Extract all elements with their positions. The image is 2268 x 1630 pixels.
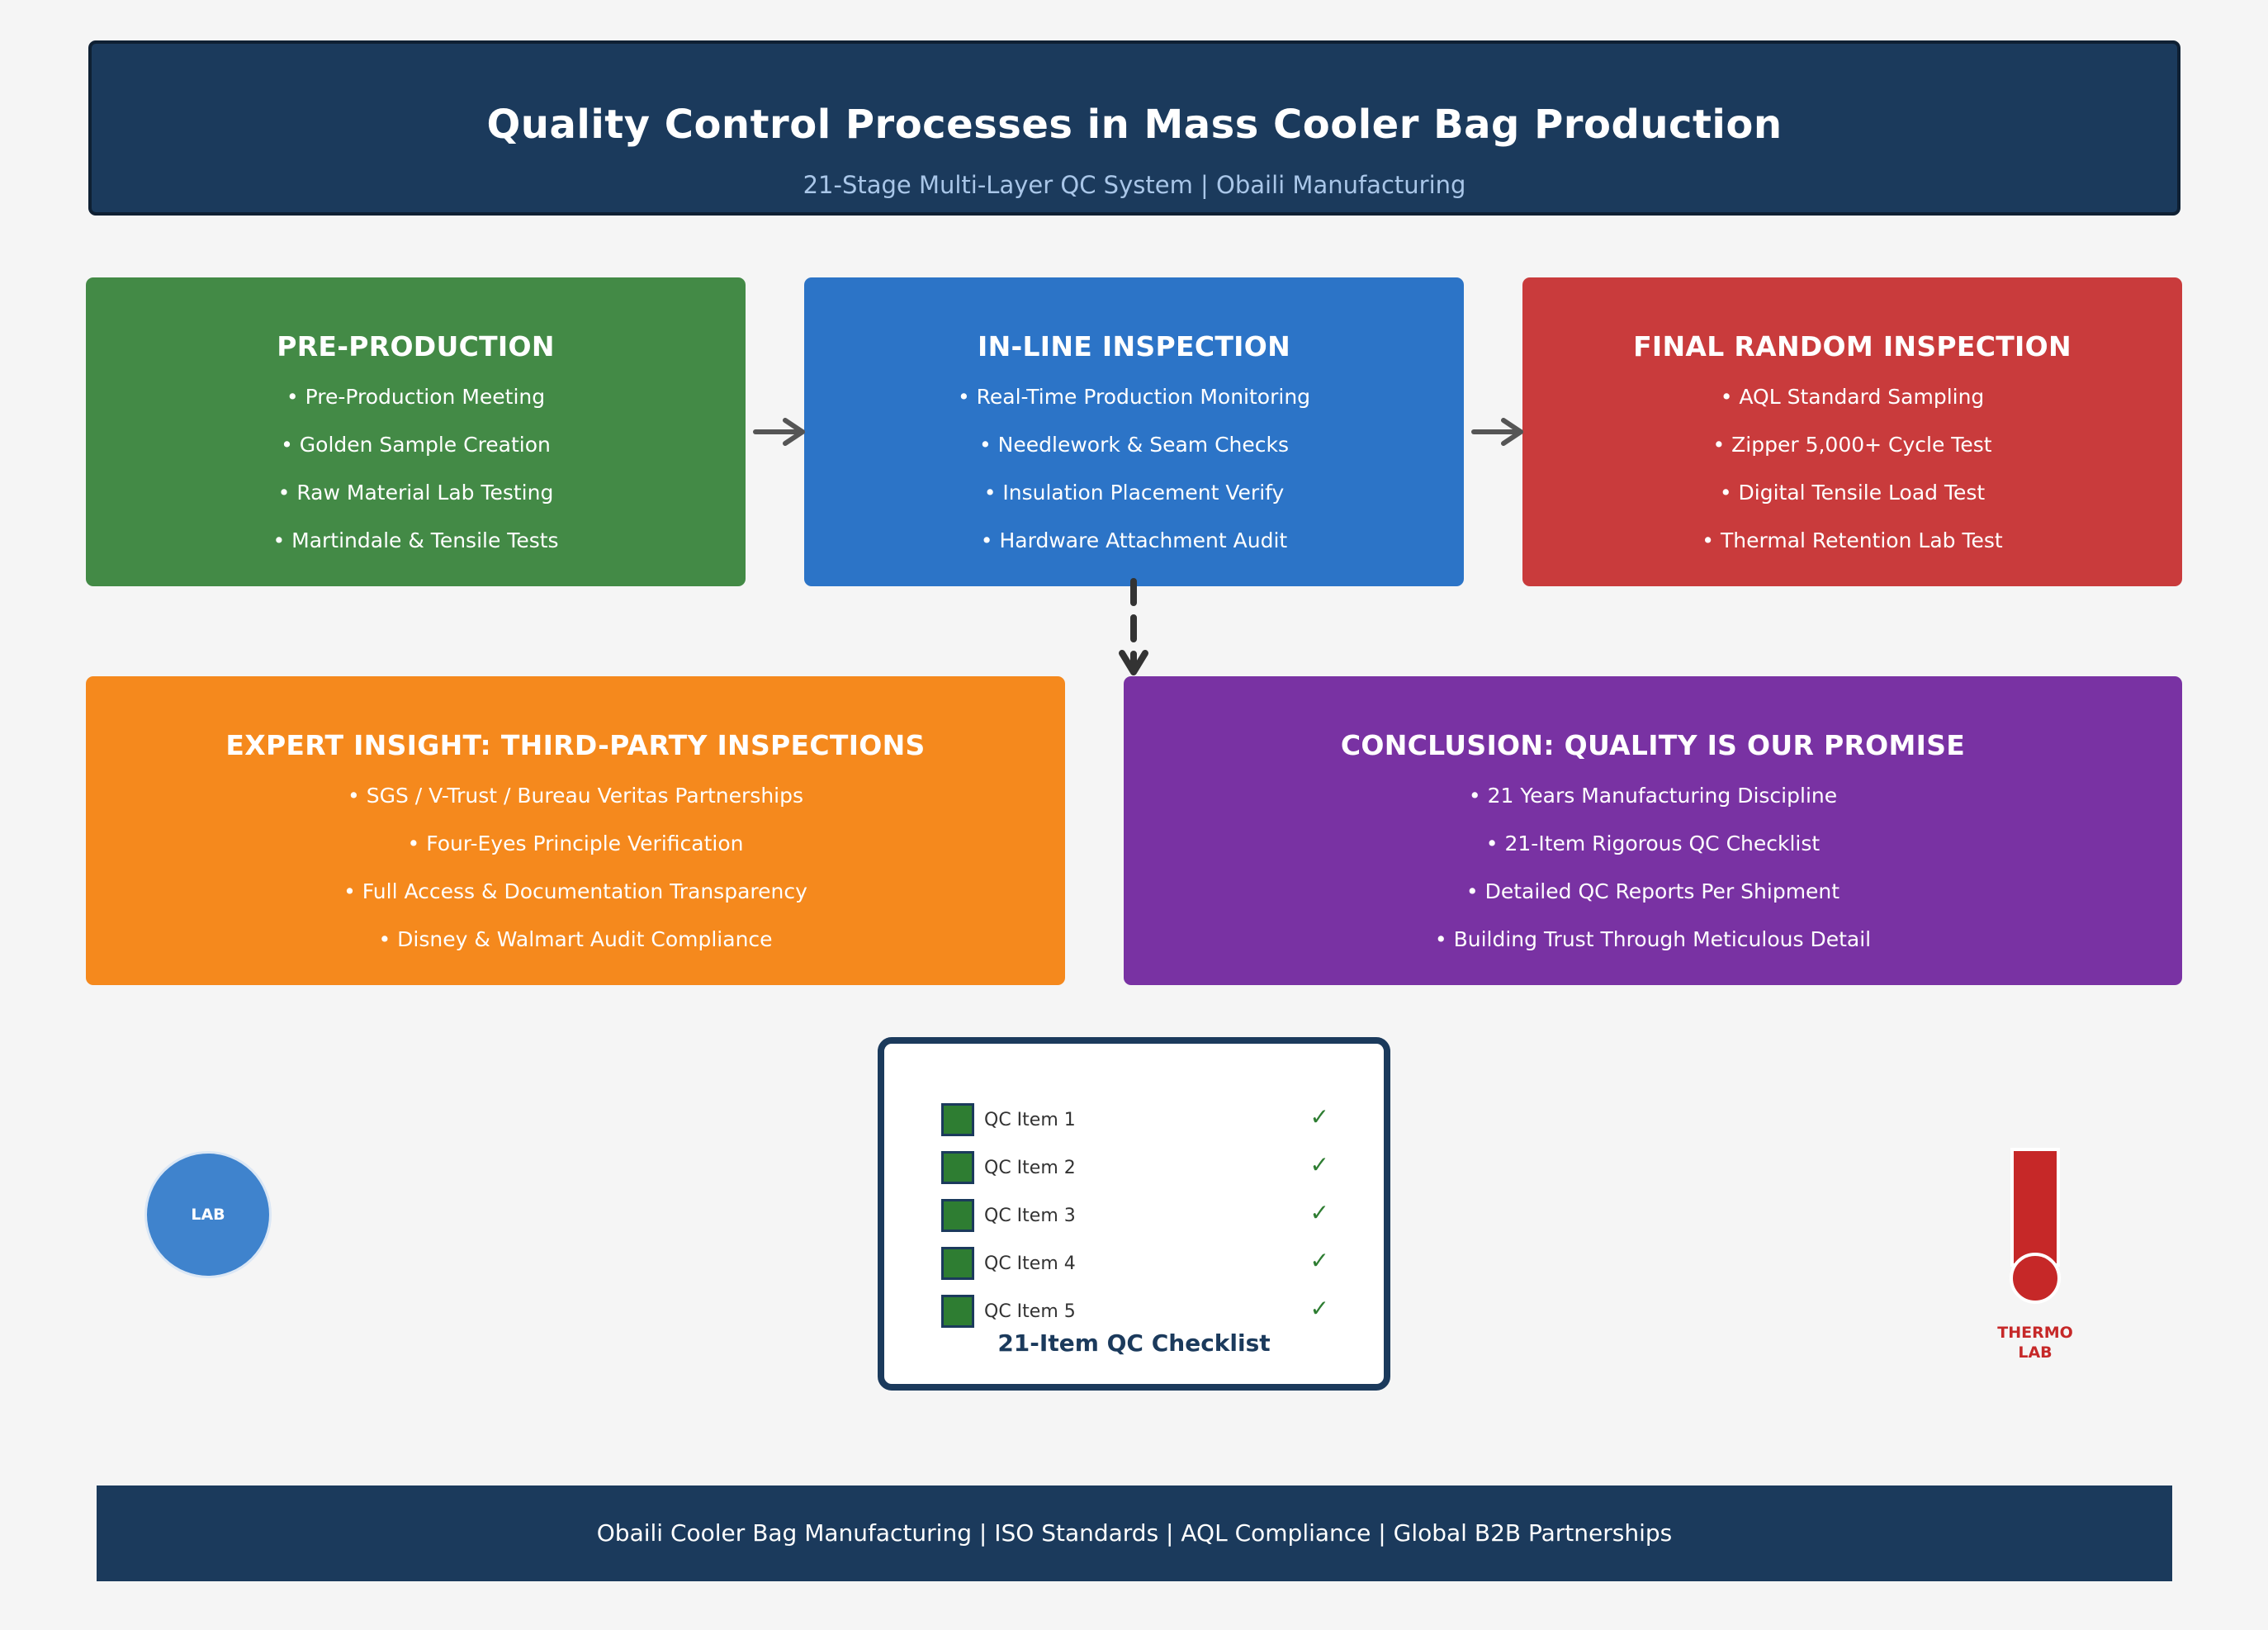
- thermo-label-line: THERMO: [1997, 1324, 2073, 1342]
- checklist-label: QC Item 1: [984, 1110, 1076, 1130]
- stage-list: 21 Years Manufacturing Discipline 21-Ite…: [1124, 779, 2182, 971]
- stage-title: EXPERT INSIGHT: THIRD-PARTY INSPECTIONS: [225, 729, 926, 761]
- stage-pre-production: PRE-PRODUCTION Pre-Production Meeting Go…: [86, 277, 746, 586]
- list-item: Zipper 5,000+ Cycle Test: [1522, 429, 2182, 476]
- stage-list: Real-Time Production Monitoring Needlewo…: [804, 381, 1464, 572]
- checkmark-icon: ✓: [1309, 1151, 1329, 1178]
- checkmark-icon: ✓: [1309, 1247, 1329, 1274]
- list-item: Pre-Production Meeting: [86, 381, 746, 429]
- list-item: Hardware Attachment Audit: [804, 524, 1464, 572]
- checkmark-icon: ✓: [1309, 1103, 1329, 1130]
- list-item: Building Trust Through Meticulous Detail: [1124, 923, 2182, 971]
- list-item: Disney & Walmart Audit Compliance: [86, 923, 1065, 971]
- list-item: AQL Standard Sampling: [1522, 381, 2182, 429]
- list-item: Detailed QC Reports Per Shipment: [1124, 875, 2182, 923]
- stage-final-random-inspection: FINAL RANDOM INSPECTION AQL Standard Sam…: [1522, 277, 2182, 586]
- checkbox-icon: [941, 1199, 974, 1232]
- list-item: Martindale & Tensile Tests: [86, 524, 746, 572]
- list-item: Thermal Retention Lab Test: [1522, 524, 2182, 572]
- checklist-title: 21-Item QC Checklist: [997, 1329, 1271, 1357]
- stage-list: SGS / V-Trust / Bureau Veritas Partnersh…: [86, 779, 1065, 971]
- checkbox-icon: [941, 1247, 974, 1280]
- stage-title: FINAL RANDOM INSPECTION: [1633, 330, 2072, 362]
- list-item: Four-Eyes Principle Verification: [86, 827, 1065, 875]
- checklist-label: QC Item 3: [984, 1206, 1076, 1226]
- footer-banner: Obaili Cooler Bag Manufacturing | ISO St…: [97, 1485, 2172, 1581]
- checklist-row: QC Item 5 ✓: [941, 1295, 1329, 1329]
- conclusion-box: CONCLUSION: QUALITY IS OUR PROMISE 21 Ye…: [1124, 676, 2182, 985]
- list-item: Real-Time Production Monitoring: [804, 381, 1464, 429]
- checkmark-icon: ✓: [1309, 1199, 1329, 1226]
- list-item: Digital Tensile Load Test: [1522, 476, 2182, 524]
- stage-title: PRE-PRODUCTION: [277, 330, 555, 362]
- lab-label: LAB: [191, 1206, 225, 1224]
- header-banner: Quality Control Processes in Mass Cooler…: [88, 40, 2180, 216]
- checkmark-icon: ✓: [1309, 1295, 1329, 1322]
- list-item: Insulation Placement Verify: [804, 476, 1464, 524]
- list-item: Needlework & Seam Checks: [804, 429, 1464, 476]
- list-item: Golden Sample Creation: [86, 429, 746, 476]
- qc-checklist-card: QC Item 1 ✓ QC Item 2 ✓ QC Item 3 ✓ QC I…: [878, 1037, 1390, 1391]
- list-item: Full Access & Documentation Transparency: [86, 875, 1065, 923]
- page-title: Quality Control Processes in Mass Cooler…: [486, 102, 1783, 148]
- stage-title: IN-LINE INSPECTION: [977, 330, 1291, 362]
- checkbox-icon: [941, 1151, 974, 1184]
- checklist-label: QC Item 5: [984, 1301, 1076, 1322]
- checklist-row: QC Item 1 ✓: [941, 1103, 1329, 1138]
- thermo-lab-label: THERMO LAB: [1973, 1323, 2097, 1362]
- stage-in-line-inspection: IN-LINE INSPECTION Real-Time Production …: [804, 277, 1464, 586]
- checklist-row: QC Item 3 ✓: [941, 1199, 1329, 1234]
- dashed-arrow-down-icon: [1119, 578, 1148, 675]
- checkbox-icon: [941, 1103, 974, 1136]
- lab-circle-icon: LAB: [144, 1151, 272, 1278]
- footer-text: Obaili Cooler Bag Manufacturing | ISO St…: [596, 1519, 1673, 1547]
- stage-list: Pre-Production Meeting Golden Sample Cre…: [86, 381, 746, 572]
- checklist-label: QC Item 4: [984, 1253, 1076, 1274]
- list-item: SGS / V-Trust / Bureau Veritas Partnersh…: [86, 779, 1065, 827]
- checklist-label: QC Item 2: [984, 1158, 1076, 1178]
- list-item: 21 Years Manufacturing Discipline: [1124, 779, 2182, 827]
- arrow-right-icon: [1471, 418, 1523, 446]
- arrow-right-icon: [753, 418, 805, 446]
- expert-insight-box: EXPERT INSIGHT: THIRD-PARTY INSPECTIONS …: [86, 676, 1065, 985]
- stage-title: CONCLUSION: QUALITY IS OUR PROMISE: [1340, 729, 1966, 761]
- list-item: 21-Item Rigorous QC Checklist: [1124, 827, 2182, 875]
- checklist-row: QC Item 2 ✓: [941, 1151, 1329, 1186]
- thermo-label-line: LAB: [2018, 1343, 2053, 1362]
- checkbox-icon: [941, 1295, 974, 1328]
- page-subtitle: 21-Stage Multi-Layer QC System | Obaili …: [803, 171, 1466, 199]
- checklist-row: QC Item 4 ✓: [941, 1247, 1329, 1282]
- stage-list: AQL Standard Sampling Zipper 5,000+ Cycl…: [1522, 381, 2182, 572]
- thermometer-icon: [2010, 1148, 2061, 1304]
- list-item: Raw Material Lab Testing: [86, 476, 746, 524]
